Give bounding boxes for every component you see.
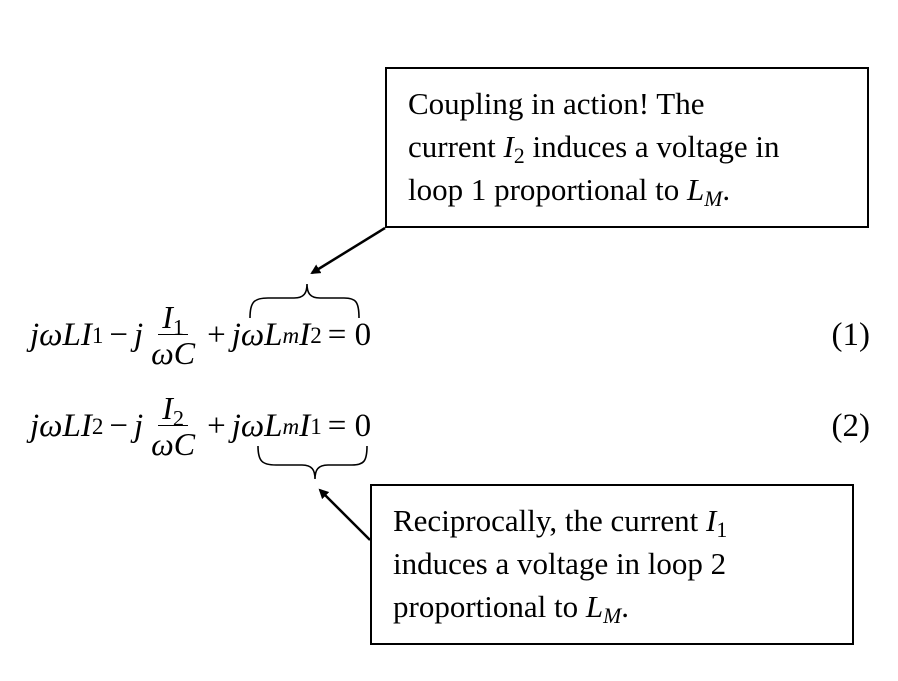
callout-coupling-line-1: Coupling in action! The — [408, 86, 705, 121]
callout-reciprocal-line-2: induces a voltage in loop 2 — [393, 546, 727, 581]
equation-1-number: (1) — [831, 316, 870, 353]
callout-coupling-line-2: current I2 induces a voltage in — [408, 129, 780, 169]
callout-reciprocal: Reciprocally, the current I1 induces a v… — [370, 484, 854, 645]
equation-1-fraction: I1 ωC — [151, 298, 196, 371]
callout-reciprocal-line-3: proportional to LM. — [393, 589, 629, 629]
callout-reciprocal-line-1: Reciprocally, the current I1 — [393, 503, 728, 543]
callout-coupling: Coupling in action! The current I2 induc… — [385, 67, 869, 228]
arrow-callout-bottom — [318, 488, 371, 541]
arrow-callout-top — [310, 226, 386, 275]
equation-2-fraction: I2 ωC — [151, 389, 196, 462]
callout-coupling-line-3: loop 1 proportional to LM. — [408, 172, 731, 212]
equation-2-number: (2) — [831, 407, 870, 444]
